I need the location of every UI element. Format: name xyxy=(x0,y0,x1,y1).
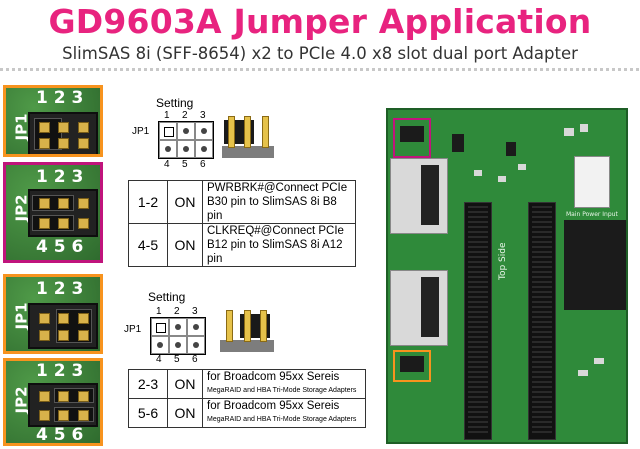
setting-title: Setting xyxy=(156,96,194,110)
pin-pair: 5-6 xyxy=(128,398,168,428)
highlight-jp2-board xyxy=(393,350,431,382)
adapter-board: Main Power Input Top Side xyxy=(386,108,628,444)
board-jumper-jp2 xyxy=(400,356,424,372)
photo-pin-numbers-top: 1 2 3 xyxy=(36,279,84,299)
component xyxy=(474,170,482,176)
photo-jp2-top: 1 2 3 JP2 4 5 6 xyxy=(3,162,103,263)
description-line1: for Broadcom 95xx Sereis xyxy=(207,400,340,412)
jumper-illustration-1 xyxy=(218,114,276,160)
pin-number: 1 xyxy=(164,110,170,121)
dotted-divider xyxy=(0,68,640,71)
pin-number: 4 xyxy=(164,159,170,170)
photo-jp1-top: 1 2 3 JP1 xyxy=(3,85,103,157)
pin-number: 3 xyxy=(192,306,198,317)
photo-pin-numbers-bottom: 4 5 6 xyxy=(36,237,84,257)
slimsas-connector xyxy=(390,158,448,234)
state: ON xyxy=(167,398,203,428)
description-line2: B12 pin to SlimSAS 8i A12 pin xyxy=(207,239,343,265)
page-title: GD9603A Jumper Application xyxy=(48,2,592,41)
pin-number: 6 xyxy=(200,159,206,170)
pcie-slot xyxy=(528,202,556,440)
description-line2: MegaRAID and HBA Tri-Mode Storage Adapte… xyxy=(207,387,357,394)
state: ON xyxy=(167,180,203,224)
jumper-illustration-2 xyxy=(218,308,276,354)
top-side-label: Top Side xyxy=(498,242,508,280)
setting-diagram-1: Setting 1 2 3 JP1 4 5 6 xyxy=(128,96,228,172)
component xyxy=(564,128,574,136)
component xyxy=(578,370,588,376)
state: ON xyxy=(167,369,203,399)
setting-jp-label: JP1 xyxy=(124,324,142,335)
component xyxy=(580,124,588,132)
photo-jp1-bottom: 1 2 3 JP1 xyxy=(3,274,103,354)
pin-number: 2 xyxy=(182,110,188,121)
description-line1: PWRBRK#@Connect PCIe xyxy=(207,182,348,194)
pin-number: 1 xyxy=(156,306,162,317)
pin-pair: 4-5 xyxy=(128,223,168,267)
state: ON xyxy=(167,223,203,267)
power-input-label: Main Power Input xyxy=(566,211,618,218)
pin-number: 5 xyxy=(182,159,188,170)
component xyxy=(498,176,506,182)
pin-number: 2 xyxy=(174,306,180,317)
setting-diagram-2: Setting 1 2 3 JP1 4 5 6 xyxy=(120,290,220,366)
page-subtitle: SlimSAS 8i (SFF-8654) x2 to PCIe 4.0 x8 … xyxy=(62,44,578,63)
pin-number: 4 xyxy=(156,354,162,365)
component xyxy=(506,142,516,156)
pcie-slot xyxy=(464,202,492,440)
photo-pin-numbers-top: 1 2 3 xyxy=(36,167,84,187)
component xyxy=(452,134,464,152)
board-jumper-jp1 xyxy=(400,126,424,142)
pin-number: 5 xyxy=(174,354,180,365)
setting-title: Setting xyxy=(148,290,186,304)
description-line2: MegaRAID and HBA Tri-Mode Storage Adapte… xyxy=(207,416,357,423)
photo-pin-numbers-top: 1 2 3 xyxy=(36,361,84,381)
photo-jp2-bottom: 1 2 3 JP2 4 5 6 xyxy=(3,358,103,446)
photo-pin-numbers-top: 1 2 3 xyxy=(36,88,84,108)
setting-jp-label: JP1 xyxy=(132,126,150,137)
power-header xyxy=(564,220,626,310)
description-line1: CLKREQ#@Connect PCIe xyxy=(207,225,344,237)
power-connector xyxy=(574,156,610,208)
description-line2: B30 pin to SlimSAS 8i B8 pin xyxy=(207,196,337,222)
highlight-jp1-board xyxy=(393,118,431,158)
component xyxy=(594,358,604,364)
pin-number: 3 xyxy=(200,110,206,121)
component xyxy=(518,164,526,170)
pin-pair: 1-2 xyxy=(128,180,168,224)
photo-pin-numbers-bottom: 4 5 6 xyxy=(36,425,84,445)
pin-number: 6 xyxy=(192,354,198,365)
slimsas-connector xyxy=(390,270,448,346)
pin-pair: 2-3 xyxy=(128,369,168,399)
description-line1: for Broadcom 95xx Sereis xyxy=(207,371,340,383)
